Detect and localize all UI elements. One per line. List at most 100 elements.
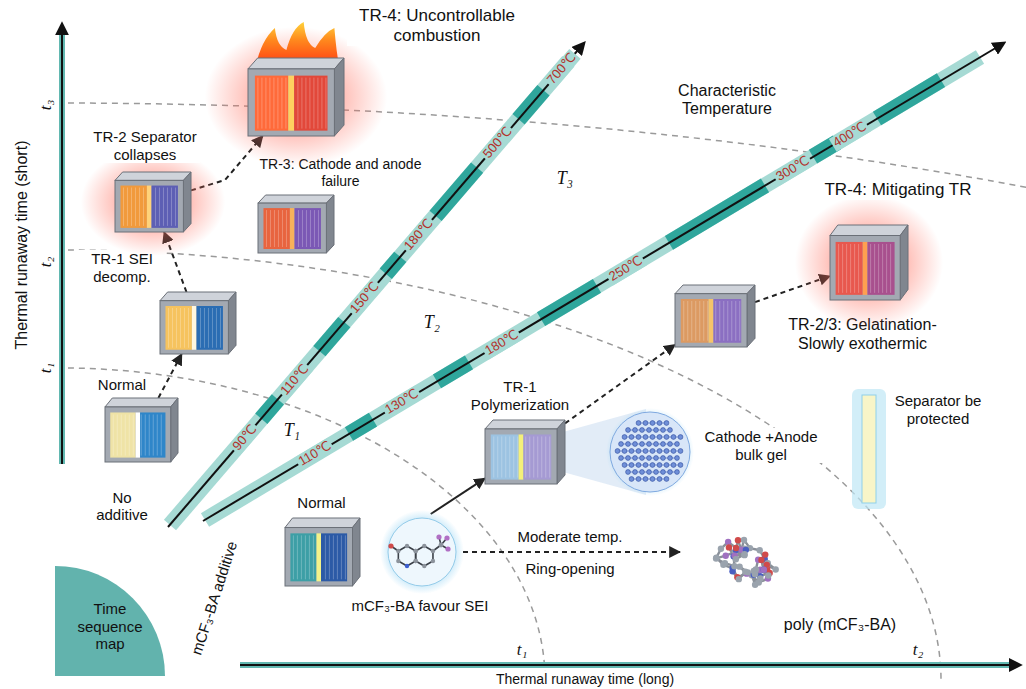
- separator: [147, 186, 152, 228]
- battery-side: [900, 225, 908, 300]
- atom: [422, 564, 426, 568]
- separator: [192, 306, 197, 350]
- atom: [405, 544, 409, 548]
- temperature-mark: 250℃: [605, 252, 647, 286]
- cathode: [290, 533, 316, 581]
- battery-top: [485, 420, 565, 429]
- atom: [757, 575, 763, 581]
- electrode-texture: [143, 188, 144, 226]
- electrode-texture: [257, 78, 258, 129]
- electrode-texture: [310, 210, 311, 247]
- temperature-mark: 180℃: [481, 326, 523, 360]
- atom: [757, 547, 763, 553]
- gel-bead: [661, 470, 666, 475]
- series-label: No additive: [89, 489, 155, 524]
- node-picture: [258, 195, 334, 253]
- electrode-texture: [298, 210, 299, 247]
- electrode-texture: [683, 301, 684, 341]
- gel-bead: [636, 435, 641, 440]
- node-label: TR-4: Mitigating TR: [808, 180, 988, 200]
- gel-bead: [661, 456, 666, 461]
- region-title: Characteristic Temperature: [655, 82, 799, 119]
- gel-bead: [664, 477, 669, 482]
- node-picture: [105, 398, 178, 462]
- atom: [752, 571, 758, 577]
- node-shape: [115, 172, 191, 232]
- battery-top: [258, 195, 334, 203]
- axis-tick: t₁: [515, 640, 530, 660]
- electrode-texture: [890, 244, 891, 293]
- atom: [413, 559, 417, 563]
- electrode-texture: [171, 188, 172, 226]
- atom: [422, 544, 426, 548]
- gel-bead: [626, 428, 631, 433]
- gel-bead: [650, 477, 655, 482]
- molecule-circle: [388, 518, 456, 586]
- temperature-arc: [68, 250, 941, 680]
- gel-bead: [633, 456, 638, 461]
- heat-glow: [795, 195, 943, 330]
- electrode-texture: [302, 210, 303, 247]
- electrode-texture: [549, 436, 550, 477]
- atom: [725, 539, 731, 545]
- electrode-texture: [306, 210, 307, 247]
- gel-zoom-circle: Cathode +Anode bulk gel: [606, 408, 694, 496]
- axis-tick: t₂: [36, 255, 56, 270]
- node-picture: [795, 195, 943, 330]
- node-shape: [248, 58, 344, 136]
- anode: [867, 242, 894, 295]
- electrode-texture: [533, 436, 534, 477]
- quarter-disk: [55, 566, 165, 676]
- electrode-texture: [141, 414, 142, 455]
- gel-bead: [636, 449, 641, 454]
- electrode-texture: [854, 244, 855, 293]
- gel-bead: [664, 435, 669, 440]
- temperature-mark: 300℃: [772, 152, 814, 186]
- electrode-texture: [135, 188, 136, 226]
- gel-bead: [657, 463, 662, 468]
- flow-arrow: [158, 354, 181, 398]
- electrode-texture: [537, 436, 538, 477]
- gel-bead: [657, 449, 662, 454]
- gel-bead: [640, 428, 645, 433]
- electrode-texture: [858, 244, 859, 293]
- battery-side: [228, 292, 236, 354]
- electrode-texture: [329, 535, 330, 579]
- electrode-texture: [293, 535, 294, 579]
- series-label: mCF₃-BA additive: [187, 537, 241, 659]
- separator-sheet-shape: [862, 395, 876, 503]
- gel-bead: [640, 442, 645, 447]
- node-picture: [713, 537, 779, 588]
- arrow-note: Ring-opening: [523, 560, 616, 577]
- electrode-texture: [735, 301, 736, 341]
- atom: [731, 563, 737, 569]
- zone-label: T₁: [282, 420, 302, 441]
- gel-bead: [657, 421, 662, 426]
- atom: [413, 549, 417, 553]
- node-shape: [105, 398, 178, 462]
- electrode-texture: [131, 188, 132, 226]
- battery-side: [747, 285, 755, 347]
- anode: [713, 299, 741, 343]
- battery-side: [557, 420, 565, 484]
- electrode-texture: [545, 436, 546, 477]
- electrode-texture: [715, 301, 716, 341]
- electrode-texture: [278, 210, 279, 247]
- gel-bead: [650, 435, 655, 440]
- temperature-mark: 110℃: [276, 360, 313, 400]
- node-label: Normal: [92, 376, 152, 394]
- node-picture: [852, 389, 886, 509]
- battery-case: [258, 203, 326, 253]
- anode: [151, 186, 177, 228]
- gel-bead: [654, 442, 659, 447]
- atom: [444, 535, 449, 540]
- electrode-texture: [125, 414, 126, 455]
- node-shape: [485, 420, 565, 484]
- gel-bead: [661, 428, 666, 433]
- electrode-texture: [325, 78, 326, 129]
- electrode-texture: [139, 188, 140, 226]
- electrode-texture: [123, 188, 124, 226]
- node-label: poly (mCF₃-BA): [770, 616, 910, 635]
- gel-bead: [657, 435, 662, 440]
- gel-bead: [678, 463, 683, 468]
